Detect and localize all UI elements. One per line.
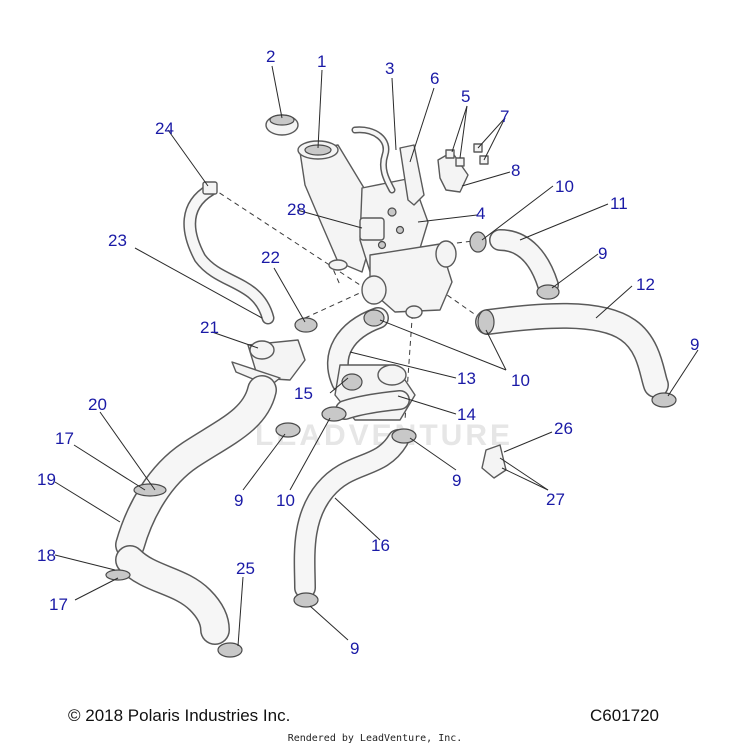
callout-1: 1 [317, 52, 326, 71]
fitting-28 [328, 217, 385, 271]
callout-24: 24 [155, 119, 174, 138]
callout-26: 26 [554, 419, 573, 438]
pressure-cap-2 [265, 114, 299, 136]
callout-6: 6 [430, 69, 439, 88]
diagram-code: C601720 [590, 706, 660, 725]
callout-23: 23 [108, 231, 127, 250]
callout-5: 5 [461, 87, 470, 106]
callout-9-center: 9 [452, 471, 461, 490]
callout-10-middle: 10 [511, 371, 530, 390]
callout-17-lower: 17 [49, 595, 68, 614]
callout-16: 16 [371, 536, 390, 555]
callout-27: 27 [546, 490, 565, 509]
callout-10-upper: 10 [555, 177, 574, 196]
hose-18 [115, 545, 230, 645]
hose-12 [475, 302, 669, 398]
bracket-6 [399, 144, 425, 206]
callout-12: 12 [636, 275, 655, 294]
callout-11: 11 [610, 194, 628, 213]
callout-15: 15 [294, 384, 313, 403]
leader-lines [54, 65, 699, 647]
hose-clamps [105, 231, 677, 658]
clip-26 [481, 444, 507, 479]
callout-7: 7 [500, 107, 509, 126]
callout-28: 28 [287, 200, 306, 219]
callout-8: 8 [511, 161, 520, 180]
overflow-hose-3 [351, 126, 396, 194]
callout-9-left: 9 [234, 491, 243, 510]
callout-4: 4 [476, 204, 485, 223]
callout-20: 20 [88, 395, 107, 414]
callout-13: 13 [457, 369, 476, 388]
callout-22: 22 [261, 248, 280, 267]
fitting-24 [202, 181, 218, 195]
callout-17-upper: 17 [55, 429, 74, 448]
reservoir-1 [297, 140, 373, 273]
callout-19: 19 [37, 470, 56, 489]
hose-20-19 [115, 375, 277, 560]
copyright-notice: © 2018 Polaris Industries Inc. [68, 706, 291, 725]
hose-16 [293, 429, 409, 599]
callout-21: 21 [200, 318, 219, 337]
housing-tee [361, 240, 457, 319]
callout-18: 18 [37, 546, 56, 565]
callout-14: 14 [457, 405, 476, 424]
vent-hose-23 [183, 183, 275, 325]
callout-2: 2 [266, 47, 275, 66]
callout-10-lower: 10 [276, 491, 295, 510]
callout-25: 25 [236, 559, 255, 578]
callout-3: 3 [385, 59, 394, 78]
hose-11 [489, 229, 559, 296]
callout-9-right: 9 [690, 335, 699, 354]
rendered-by-credit: Rendered by LeadVenture, Inc. [287, 733, 463, 744]
callout-labels: 1 2 3 4 5 6 7 8 9 9 9 9 9 10 10 10 11 12… [37, 47, 699, 658]
hose-14 [335, 390, 410, 420]
callout-9-bottom: 9 [350, 639, 359, 658]
callout-9-right-upper: 9 [598, 244, 607, 263]
